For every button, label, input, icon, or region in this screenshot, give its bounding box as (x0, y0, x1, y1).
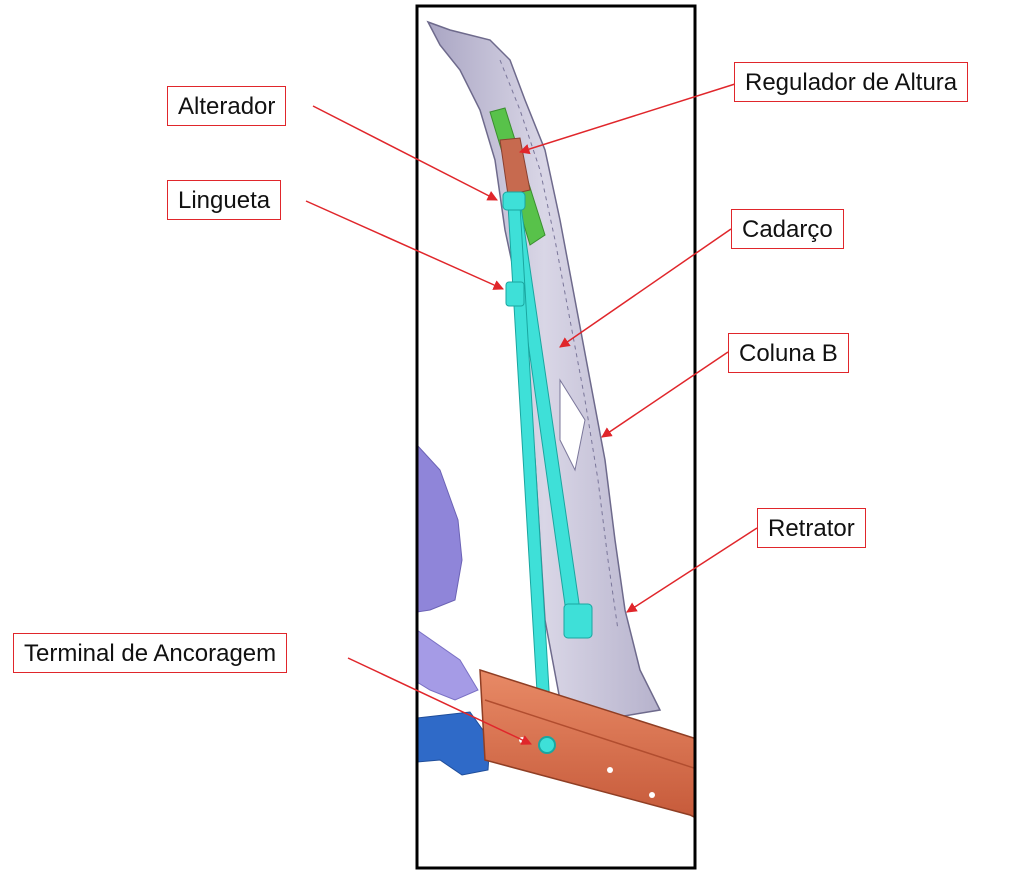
blue-bracket (417, 711, 491, 776)
d-ring (502, 191, 526, 211)
arrow-terminal (347, 657, 532, 745)
label-terminal-de-ancoragem: Terminal de Ancoragem (13, 633, 288, 673)
illustration-frame (415, 4, 697, 870)
label-alterador: Alterador (167, 86, 287, 126)
arrow-regulador (518, 83, 736, 155)
retractor (563, 603, 593, 639)
rocker-sill (479, 668, 695, 819)
label-regulador-de-altura: Regulador de Altura (734, 62, 969, 102)
arrow-coluna-b (601, 351, 729, 438)
label-lingueta: Lingueta (167, 180, 282, 220)
tongue (505, 281, 525, 307)
purple-side-panel (417, 444, 463, 613)
label-retrator: Retrator (757, 508, 866, 548)
purple-lower-part (417, 629, 479, 701)
arrow-retrator (626, 527, 758, 613)
label-cadarco: Cadarço (731, 209, 844, 249)
pillar-illustration (417, 20, 695, 819)
arrow-lingueta (305, 200, 504, 290)
callout-arrows (305, 83, 758, 745)
arrow-alterador (312, 105, 498, 201)
arrow-cadarco (559, 228, 732, 348)
label-coluna-b: Coluna B (728, 333, 849, 373)
anchor-terminal (538, 736, 556, 754)
